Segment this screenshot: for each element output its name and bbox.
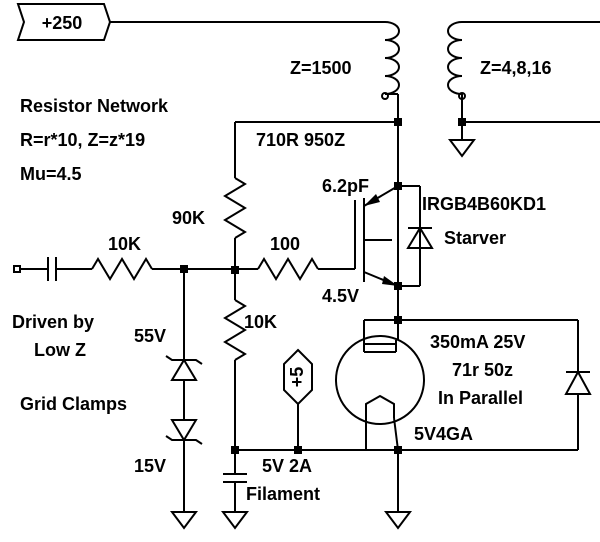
plus5-flag: +5 xyxy=(283,348,313,450)
label-resistor-formula: R=r*10, Z=z*19 xyxy=(20,130,145,150)
tube-plate-wiring xyxy=(363,316,592,450)
transformer-primary xyxy=(381,21,400,120)
resistor-100 xyxy=(235,200,356,281)
label-r10k-input: 10K xyxy=(108,234,141,254)
label-v45: 4.5V xyxy=(322,286,359,306)
label-secondary-z: Z=4,8,16 xyxy=(480,58,552,78)
label-v55: 55V xyxy=(134,326,166,346)
label-filament-rating: 5V 2A xyxy=(262,456,312,476)
resistor-10k-lower xyxy=(223,270,247,450)
label-tube-rating: 350mA 25V xyxy=(430,332,525,352)
label-low-z: Low Z xyxy=(34,340,86,360)
label-r100: 100 xyxy=(270,234,300,254)
label-v15: 15V xyxy=(134,456,166,476)
label-starver: Starver xyxy=(444,228,506,248)
label-grid-clamps: Grid Clamps xyxy=(20,394,127,414)
label-r90k: 90K xyxy=(172,208,205,228)
label-tube-rz: 71r 50z xyxy=(452,360,513,380)
grid-clamp-zeners xyxy=(165,269,203,530)
rail-label: +250 xyxy=(42,13,83,33)
rail-flag: +250 xyxy=(16,3,385,41)
label-igbt-part: IRGB4B60KD1 xyxy=(422,194,546,214)
label-resistor-pair: 710R 950Z xyxy=(256,130,345,150)
label-mu: Mu=4.5 xyxy=(20,164,82,184)
plus5-label: +5 xyxy=(287,367,307,388)
label-driven-by: Driven by xyxy=(12,312,94,332)
igbt-diode xyxy=(398,185,434,287)
label-in-parallel: In Parallel xyxy=(438,388,523,408)
label-resistor-network: Resistor Network xyxy=(20,96,169,116)
label-filament: Filament xyxy=(246,484,320,504)
resistor-90k xyxy=(223,122,247,270)
igbt xyxy=(363,122,402,340)
input-network xyxy=(13,257,235,281)
label-cap-6p2: 6.2pF xyxy=(322,176,369,196)
transformer-secondary xyxy=(447,21,600,158)
tube-5v4ga xyxy=(335,335,425,530)
label-tube-part: 5V4GA xyxy=(414,424,473,444)
label-primary-z: Z=1500 xyxy=(290,58,352,78)
label-r10k-lower: 10K xyxy=(244,312,277,332)
